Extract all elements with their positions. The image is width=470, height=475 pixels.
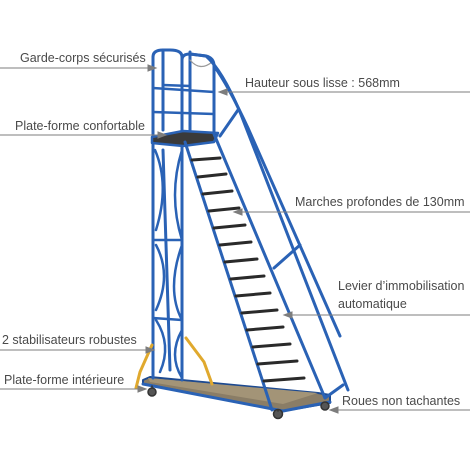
label-stabilizers: 2 stabilisateurs robustes (2, 333, 137, 347)
handrails (188, 52, 350, 400)
callout-leaders (0, 64, 470, 414)
stabilizers (134, 336, 214, 390)
guardrail-cage (151, 59, 216, 116)
label-lower-platform: Plate-forme intérieure (4, 373, 125, 387)
leader-steps (232, 208, 470, 216)
leader-stabilizers (0, 346, 156, 354)
leader-lower-platform (0, 385, 148, 393)
wheels (147, 385, 330, 420)
top-platform (150, 129, 220, 148)
leader-wheels (328, 406, 470, 414)
base-frame (141, 376, 332, 413)
leader-platform (0, 131, 168, 139)
rolling-ladder (134, 48, 350, 420)
label-lever-line2: automatique (338, 297, 407, 311)
leader-lever (282, 311, 470, 319)
label-wheels: Roues non tachantes (342, 394, 461, 408)
leader-guardrails (0, 64, 158, 72)
label-deep-steps: Marches profondes de 130mm (295, 195, 465, 209)
label-platform: Plate-forme confortable (15, 119, 145, 133)
stair-treads (190, 156, 306, 383)
label-height-under-rail: Hauteur sous lisse : 568mm (245, 76, 400, 90)
tower-bracing (151, 148, 184, 380)
leader-height (217, 88, 470, 96)
label-lever-line1: Levier d’immobilisation (338, 279, 465, 293)
label-guardrails: Garde-corps sécurisés (20, 51, 146, 65)
